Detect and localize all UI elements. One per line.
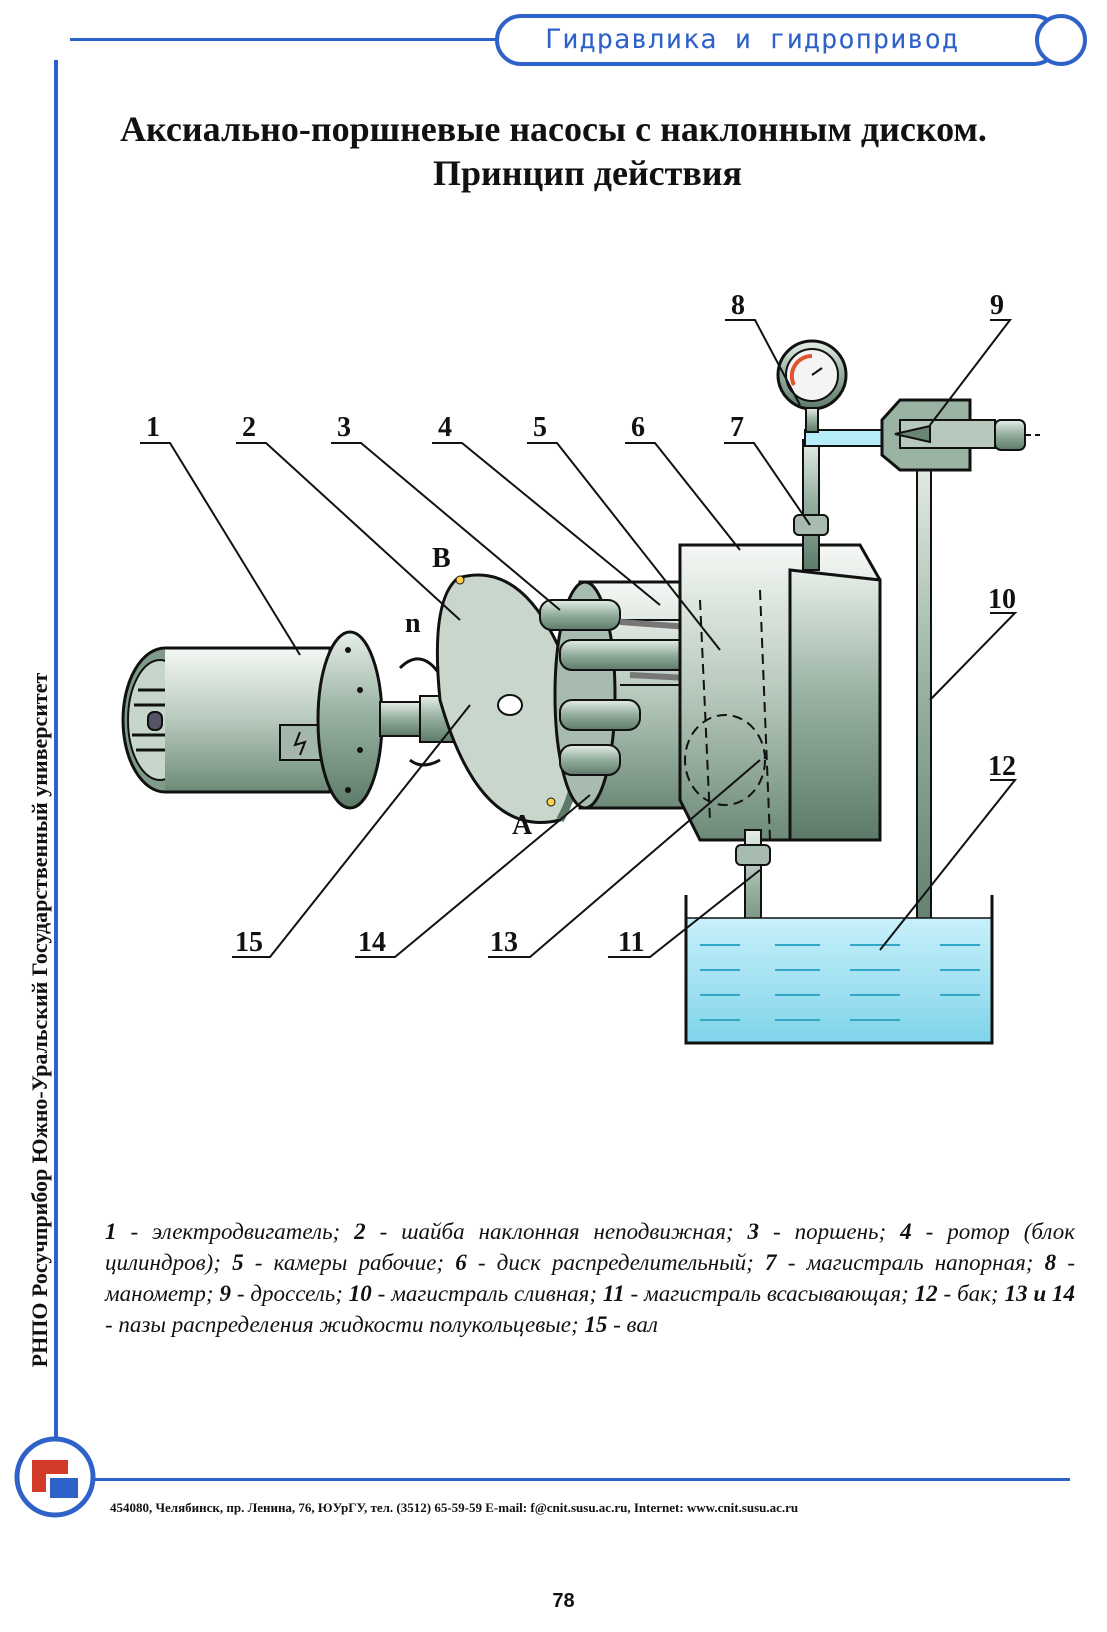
callout-4: 4 <box>438 412 452 443</box>
tank <box>684 895 994 1045</box>
legend-item-text: - пазы распределения жидкости полукольце… <box>105 1312 585 1337</box>
footer-rule <box>70 1478 1070 1481</box>
legend-item-text: - ротор (блок цилиндров); <box>105 1219 1075 1275</box>
legend-item: 7 - магистраль напорная; <box>765 1250 1045 1275</box>
rotation-label-n: n <box>405 608 421 639</box>
legend-item-text: - магистраль напорная; <box>776 1250 1045 1275</box>
callout-6: 6 <box>631 412 645 443</box>
footer-address: 454080, Челябинск, пр. Ленина, 76, ЮУрГУ… <box>110 1500 799 1515</box>
page-title-line1: Аксиально-поршневые насосы с наклонным д… <box>120 109 987 149</box>
callout-7: 7 <box>730 412 744 443</box>
header-circle-ornament <box>1035 14 1087 66</box>
callout-12: 12 <box>988 751 1016 782</box>
legend-item: 15 - вал <box>584 1312 658 1337</box>
callout-10: 10 <box>988 584 1016 615</box>
legend-item-number: 1 <box>105 1219 117 1244</box>
pump-diagram: 1 2 3 4 5 6 7 8 9 10 11 12 13 14 15 В А … <box>121 290 1040 1045</box>
legend-item-text: - манометр; <box>105 1250 1075 1306</box>
sidebar-rule <box>54 60 58 1460</box>
legend-item-number: 8 <box>1044 1250 1057 1275</box>
legend-item-number: 12 <box>914 1281 938 1306</box>
legend-item: 8 - манометр; <box>105 1250 1075 1306</box>
point-label-b: В <box>432 543 451 574</box>
callout-15: 15 <box>235 927 263 958</box>
legend-item-text: - бак; <box>937 1281 1005 1306</box>
header-rule <box>70 38 498 41</box>
callout-8: 8 <box>731 290 745 321</box>
callout-1: 1 <box>146 412 160 443</box>
pipes <box>735 429 932 956</box>
legend-item-number: 4 <box>900 1219 912 1244</box>
legend-item-number: 3 <box>747 1219 760 1244</box>
callout-5: 5 <box>533 412 547 443</box>
throttle <box>880 398 1040 472</box>
header-title: Гидравлика и гидропривод <box>545 24 960 55</box>
legend: 1 - электродвигатель; 2 - шайба наклонна… <box>105 1216 1075 1340</box>
legend-item: 4 - ротор (блок цилиндров); <box>105 1219 1075 1275</box>
header-banner <box>495 14 1060 66</box>
legend-item-number: 9 <box>219 1281 231 1306</box>
point-label-a: А <box>512 810 533 841</box>
legend-item: 13 и 14 - пазы распределения жидкости по… <box>105 1281 1075 1337</box>
legend-item-text: - магистраль сливная; <box>371 1281 603 1306</box>
legend-item-number: 10 <box>348 1281 372 1306</box>
legend-item-number: 7 <box>765 1250 777 1275</box>
legend-item-text: - электродвигатель; <box>116 1219 355 1244</box>
page-title-line2: Принцип действия <box>433 153 742 193</box>
leader-lines <box>140 319 1018 958</box>
legend-item: 6 - диск распределительный; <box>455 1250 765 1275</box>
legend-item-number: 11 <box>602 1281 625 1306</box>
manometer <box>776 339 848 433</box>
distribution-disk-housing <box>678 543 882 842</box>
legend-item-number: 6 <box>455 1250 467 1275</box>
legend-item-text: - магистраль всасывающая; <box>624 1281 915 1306</box>
legend-item-text: - камеры рабочие; <box>243 1250 456 1275</box>
callout-11: 11 <box>618 927 644 958</box>
callout-13: 13 <box>490 927 518 958</box>
callout-9: 9 <box>990 290 1004 321</box>
legend-item: 9 - дроссель; <box>219 1281 348 1306</box>
university-logo <box>14 1436 96 1518</box>
legend-item-number: 13 и 14 <box>1004 1281 1075 1306</box>
legend-item: 10 - магистраль сливная; <box>349 1281 603 1306</box>
legend-item: 1 - электродвигатель; <box>105 1219 354 1244</box>
legend-item-number: 5 <box>232 1250 244 1275</box>
legend-item-text: - вал <box>607 1312 658 1337</box>
callout-2: 2 <box>242 412 256 443</box>
callout-14: 14 <box>358 927 386 958</box>
legend-item: 2 - шайба наклонная неподвижная; <box>354 1219 747 1244</box>
legend-item: 5 - камеры рабочие; <box>232 1250 455 1275</box>
electric-motor <box>121 630 384 810</box>
legend-item-text: - поршень; <box>759 1219 901 1244</box>
legend-item-text: - дроссель; <box>230 1281 349 1306</box>
legend-item: 3 - поршень; <box>748 1219 901 1244</box>
legend-item: 11 - магистраль всасывающая; <box>603 1281 915 1306</box>
legend-item-number: 15 <box>584 1312 608 1337</box>
callout-3: 3 <box>337 412 351 443</box>
legend-item-number: 2 <box>354 1219 366 1244</box>
page-number: 78 <box>552 1590 575 1612</box>
legend-item: 12 - бак; <box>915 1281 1005 1306</box>
legend-item-text: - диск распределительный; <box>466 1250 766 1275</box>
legend-item-text: - шайба наклонная неподвижная; <box>365 1219 748 1244</box>
